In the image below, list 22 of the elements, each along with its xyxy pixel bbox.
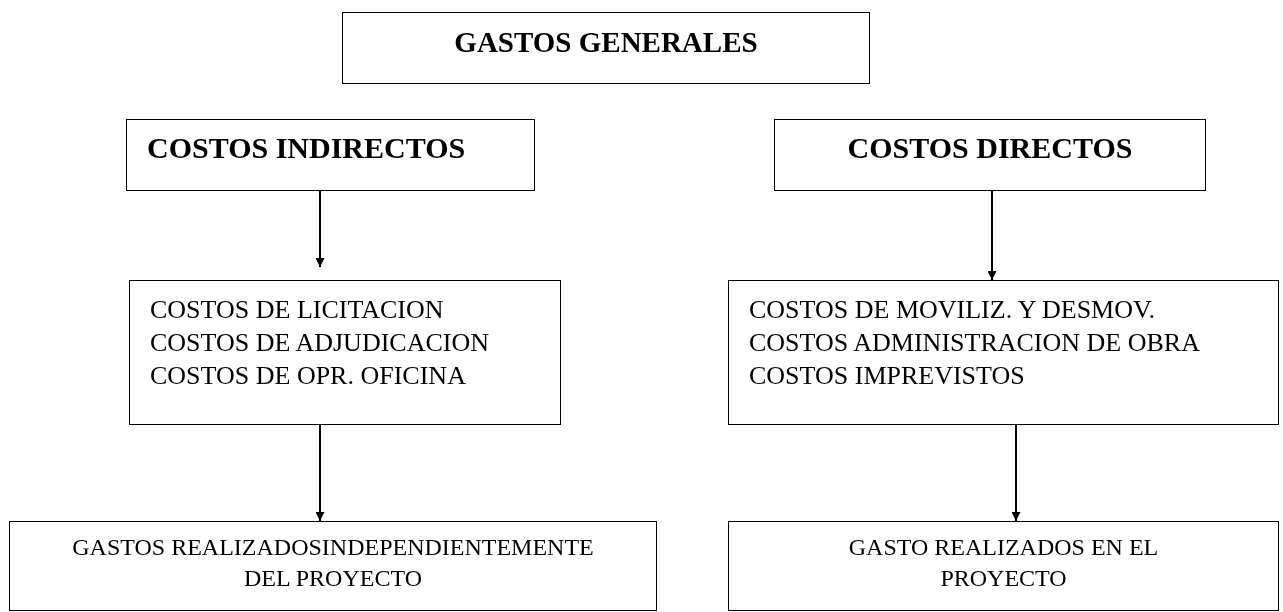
text-box — [9, 521, 657, 611]
arrow — [1011, 424, 1021, 522]
box-text: COSTOS IMPREVISTOS — [749, 360, 1025, 392]
arrow — [315, 424, 325, 522]
text-box — [126, 119, 535, 191]
text-box — [728, 280, 1279, 425]
box-text: GASTOS GENERALES — [454, 27, 758, 58]
box-text: COSTOS DE LICITACION — [150, 294, 444, 326]
box-text: GASTOS REALIZADOSINDEPENDIENTEMENTE DEL PROYECTO — [71, 533, 595, 593]
box-text: COSTOS ADMINISTRACION DE OBRA — [749, 327, 1200, 359]
box-text: COSTOS DE ADJUDICACION — [150, 327, 489, 359]
box-text: COSTOS DE MOVILIZ. Y DESMOV. — [749, 294, 1155, 326]
text-box — [129, 280, 561, 425]
box-text: COSTOS INDIRECTOS — [147, 132, 466, 163]
arrow — [315, 190, 325, 268]
text-box — [774, 119, 1206, 191]
box-text: GASTO REALIZADOS EN EL PROYECTO — [847, 533, 1160, 593]
box-text: COSTOS DIRECTOS — [847, 132, 1133, 163]
box-text: COSTOS DE OPR. OFICINA — [150, 360, 466, 392]
text-box — [342, 12, 870, 84]
arrow — [987, 190, 997, 281]
text-box — [728, 521, 1279, 611]
